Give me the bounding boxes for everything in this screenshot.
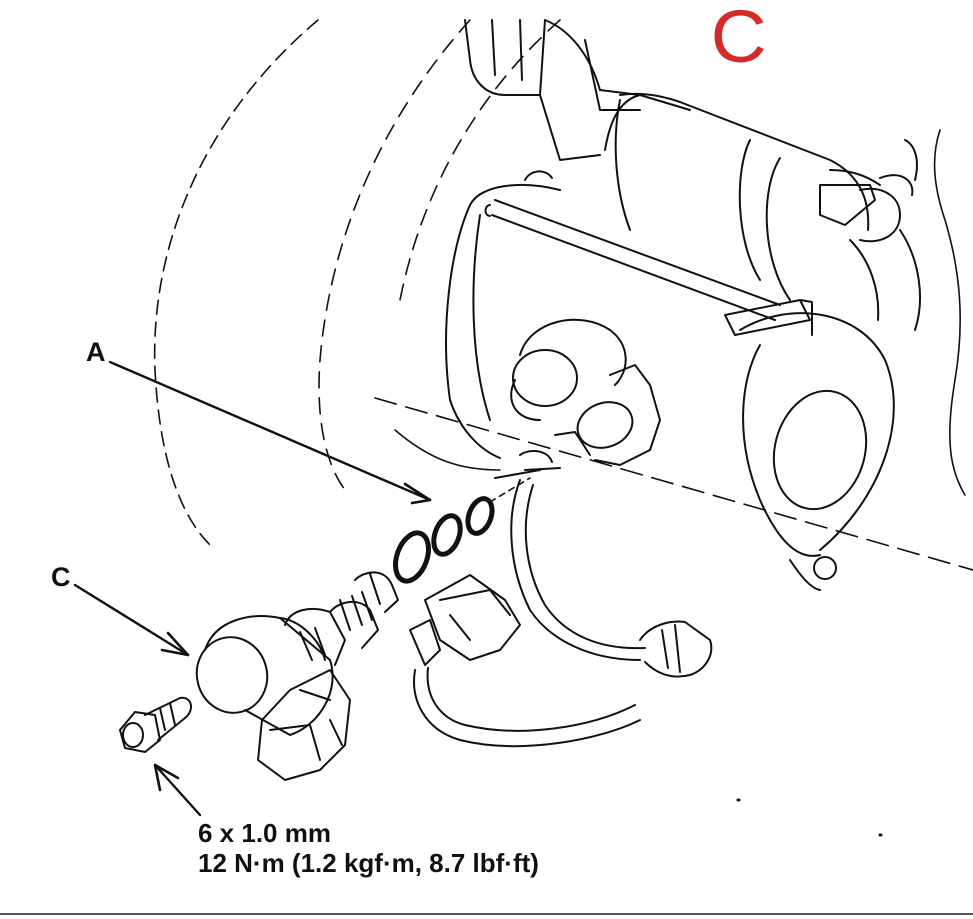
shift-solenoid (195, 571, 399, 781)
torque-text: 12 N·m (1.2 kgf·m, 8.7 lbf·ft) (198, 848, 539, 878)
callout-label-a: A (86, 337, 106, 367)
bottom-divider (0, 913, 973, 915)
connector (409, 469, 641, 748)
handwritten-annotation: C (710, 0, 767, 78)
specks (736, 798, 883, 837)
o-rings (393, 496, 495, 584)
callout-label-c: C (51, 562, 71, 592)
starter-motor (445, 92, 921, 591)
wire-harness (510, 479, 713, 678)
torque-spec: 6 x 1.0 mm 12 N·m (1.2 kgf·m, 8.7 lbf·ft… (198, 818, 539, 878)
mounting-bolt (119, 696, 192, 753)
bolt-size-text: 6 x 1.0 mm (198, 818, 331, 848)
engine-block-outline (153, 19, 973, 571)
engine-bracket (464, 19, 691, 161)
leader-lines (73, 360, 531, 817)
